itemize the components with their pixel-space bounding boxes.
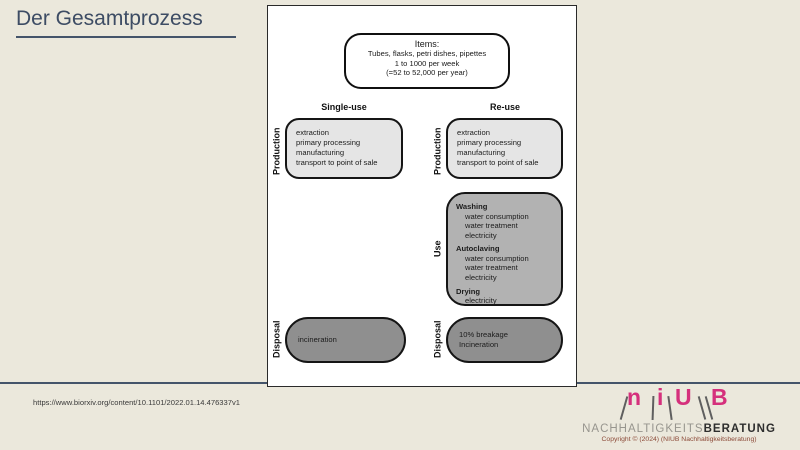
use-group-heading: Drying <box>456 286 481 296</box>
niub-logo: n i U B NACHHALTIGKEITSBERATUNG Copyrigh… <box>574 386 784 444</box>
stage-label-production-re-use: Production <box>432 127 443 175</box>
items-box-line: 1 to 1000 per week <box>394 58 460 68</box>
production-step: manufacturing <box>457 148 506 158</box>
use-box-re-use: Washing water consumption water treatmen… <box>446 192 563 306</box>
copyright-text: Copyright © (2024) (NIUB Nachhaltigkeits… <box>601 436 757 443</box>
diagram-panel: Items: Tubes, flasks, petri dishes, pipe… <box>267 5 577 387</box>
source-link[interactable]: https://www.biorxiv.org/content/10.1101/… <box>33 398 240 407</box>
logo-letter: n <box>627 384 642 410</box>
use-group-washing: Washing water consumption water treatmen… <box>456 202 558 240</box>
use-group-item: water treatment <box>465 221 518 231</box>
production-step: extraction <box>296 128 329 137</box>
use-group-autoclaving: Autoclaving water consumption water trea… <box>456 244 558 282</box>
logo-line-decoration <box>651 395 655 421</box>
logo-wordmark: NACHHALTIGKEITSBERATUNG <box>574 423 784 435</box>
page-title: Der Gesamtprozess <box>16 7 236 38</box>
use-group-heading: Washing <box>456 202 488 211</box>
items-box: Items: Tubes, flasks, petri dishes, pipe… <box>344 33 510 89</box>
items-box-line: Tubes, flasks, petri dishes, pipettes <box>367 49 487 58</box>
items-box-line: (=52 to 52,000 per year) <box>386 68 468 78</box>
disposal-step: Incineration <box>459 340 499 349</box>
use-group-item: water consumption <box>465 211 529 221</box>
production-step: extraction <box>457 128 490 137</box>
use-group-drying: Drying electricity <box>456 287 558 306</box>
use-group-item: electricity <box>465 296 497 306</box>
logo-letter: U <box>675 384 692 410</box>
production-box-single-use: extraction primary processing manufactur… <box>285 118 403 179</box>
logo-letter: B <box>711 384 728 410</box>
stage-label-production-single-use: Production <box>271 127 282 175</box>
items-box-title: Items: <box>414 39 440 49</box>
use-group-heading: Autoclaving <box>456 244 500 254</box>
logo-wordmark-light: NACHHALTIGKEITS <box>582 423 704 435</box>
logo-wordmark-bold: BERATUNG <box>703 423 776 435</box>
disposal-step: 10% breakage <box>459 330 508 340</box>
use-group-item: electricity <box>465 230 497 240</box>
production-step: manufacturing <box>296 148 345 158</box>
production-step: transport to point of sale <box>296 158 378 168</box>
logo-line-decoration <box>667 396 673 420</box>
use-group-item: water consumption <box>465 253 529 263</box>
disposal-box-single-use: incineration <box>285 317 406 363</box>
use-group-item: electricity <box>465 272 497 282</box>
production-box-re-use: extraction primary processing manufactur… <box>446 118 563 179</box>
column-header-single-use: Single-use <box>321 102 367 112</box>
logo-letter: i <box>657 384 664 410</box>
use-group-item: water treatment <box>465 263 518 273</box>
niub-logo-letters: n i U B <box>619 386 739 422</box>
production-step: transport to point of sale <box>457 158 539 168</box>
production-step: primary processing <box>296 138 361 148</box>
disposal-box-re-use: 10% breakage Incineration <box>446 317 563 363</box>
production-step: primary processing <box>457 138 522 148</box>
disposal-step: incineration <box>298 335 337 345</box>
stage-label-disposal-single-use: Disposal <box>271 320 282 359</box>
stage-label-disposal-re-use: Disposal <box>432 320 443 359</box>
column-header-re-use: Re-use <box>489 102 520 112</box>
stage-label-use-re-use: Use <box>432 240 443 258</box>
